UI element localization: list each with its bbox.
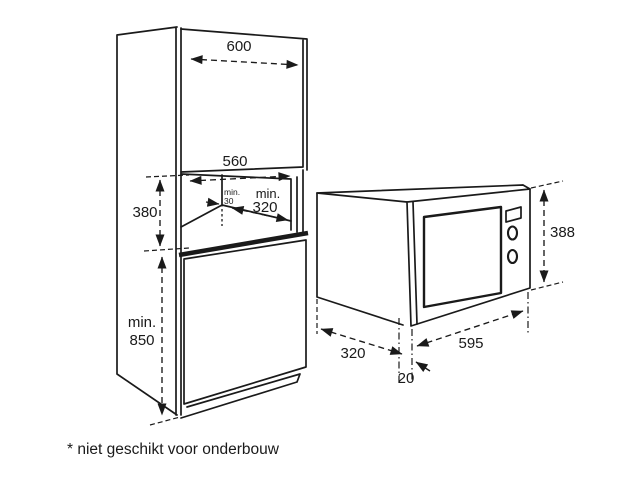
dim-label-320: 320 bbox=[340, 345, 365, 362]
dim-rear-clearance-min-30: min. 30 bbox=[205, 187, 240, 207]
dim-label-380: 380 bbox=[132, 204, 157, 221]
dim-label-20: 20 bbox=[398, 370, 415, 387]
worktop-edge bbox=[178, 230, 309, 258]
dim-label-850: 850 bbox=[129, 332, 154, 349]
dim-niche-height-380: 380 bbox=[132, 174, 190, 252]
upper-door bbox=[180, 28, 308, 173]
display bbox=[505, 206, 522, 223]
cabinet-side-panel bbox=[116, 26, 182, 416]
dim-label-min: min. bbox=[224, 187, 240, 197]
dim-label-30: 30 bbox=[224, 196, 234, 206]
footnote: * niet geschikt voor onderbouw bbox=[67, 441, 280, 458]
microwave-side-face bbox=[316, 192, 404, 326]
microwave-frame-inner-edge bbox=[412, 201, 418, 325]
dim-label-min: min. bbox=[128, 314, 156, 331]
plinth bbox=[180, 373, 301, 419]
lower-door bbox=[183, 239, 307, 405]
dim-frame-overhang-20: 20 bbox=[398, 318, 431, 387]
dim-label-320: 320 bbox=[252, 199, 277, 216]
dim-niche-width-560: 560 bbox=[189, 153, 291, 185]
dim-label-min: min. bbox=[256, 186, 281, 201]
dim-microwave-height-388: 388 bbox=[530, 180, 575, 291]
knob-lower bbox=[506, 248, 519, 265]
dim-niche-depth-min-320: min. 320 bbox=[231, 186, 289, 222]
cabinet-dimensions: 600 560 380 min. 30 min. 320 min. 850 bbox=[128, 38, 299, 426]
microwave-front-frame bbox=[406, 188, 531, 327]
dim-label-560: 560 bbox=[222, 153, 247, 170]
microwave-drawing bbox=[316, 184, 531, 327]
dim-microwave-width-595: 595 bbox=[416, 292, 529, 352]
dim-label-595: 595 bbox=[458, 335, 483, 352]
microwave-dimensions: 388 320 595 20 bbox=[316, 180, 575, 387]
dim-base-height-min-850: min. 850 bbox=[128, 256, 181, 426]
knob-upper bbox=[506, 225, 519, 241]
dim-label-600: 600 bbox=[226, 38, 251, 55]
dim-microwave-depth-320: 320 bbox=[316, 299, 403, 362]
dim-label-388: 388 bbox=[550, 224, 575, 241]
dim-cabinet-width-600: 600 bbox=[190, 38, 299, 69]
microwave-door-window bbox=[422, 205, 503, 309]
